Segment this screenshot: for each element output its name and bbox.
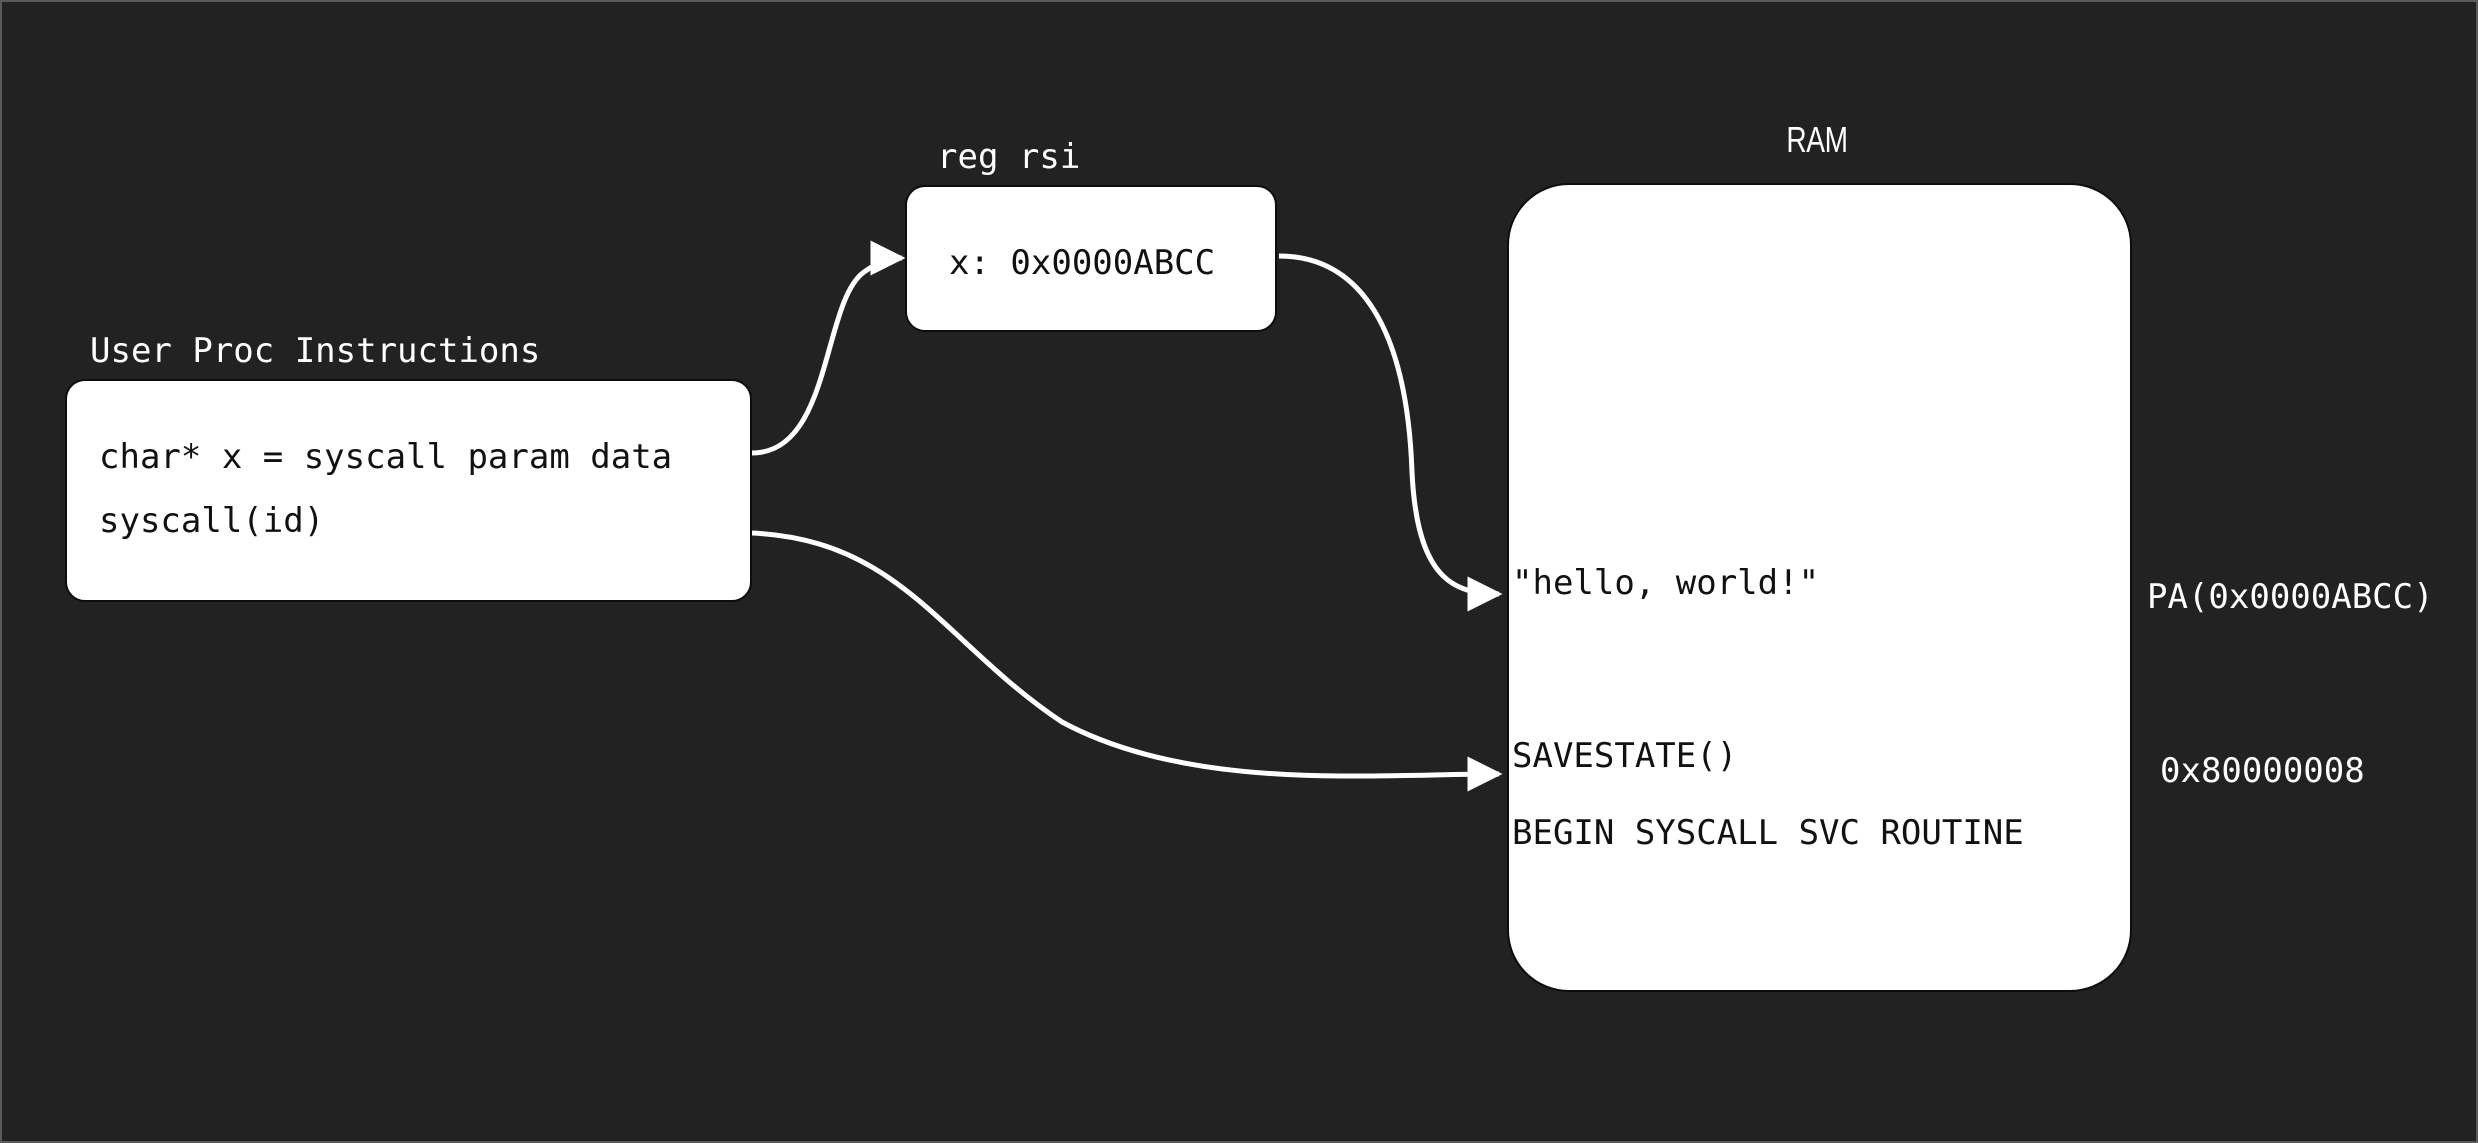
ram-line-begin-syscall: BEGIN SYSCALL SVC ROUTINE [1512, 813, 2024, 853]
register-box[interactable]: x: 0x0000ABCC [905, 185, 1277, 332]
arrow-instructions-to-ram-savestate [751, 530, 1503, 792]
arrow-instructions-to-register [751, 240, 906, 456]
ram-label: RAM [1786, 119, 1848, 160]
ram-box[interactable]: "hello, world!" SAVESTATE() BEGIN SYSCAL… [1507, 183, 2132, 992]
ram-line-savestate: SAVESTATE() [1512, 736, 1738, 776]
user-proc-instructions-label: User Proc Instructions [90, 331, 541, 371]
physical-address-annotation: PA(0x0000ABCC) [2147, 577, 2434, 617]
svc-vector-address-annotation: 0x80000008 [2160, 751, 2365, 791]
ram-line-hello-world: "hello, world!" [1512, 563, 1820, 603]
arrow-register-to-ram-data [1278, 253, 1503, 612]
reg-rsi-label: reg rsi [937, 137, 1081, 177]
instruction-line-1: char* x = syscall param data [99, 437, 673, 477]
instruction-line-2: syscall(id) [99, 501, 325, 541]
register-value: x: 0x0000ABCC [949, 243, 1216, 283]
instruction-box[interactable]: char* x = syscall param data syscall(id) [65, 379, 752, 602]
